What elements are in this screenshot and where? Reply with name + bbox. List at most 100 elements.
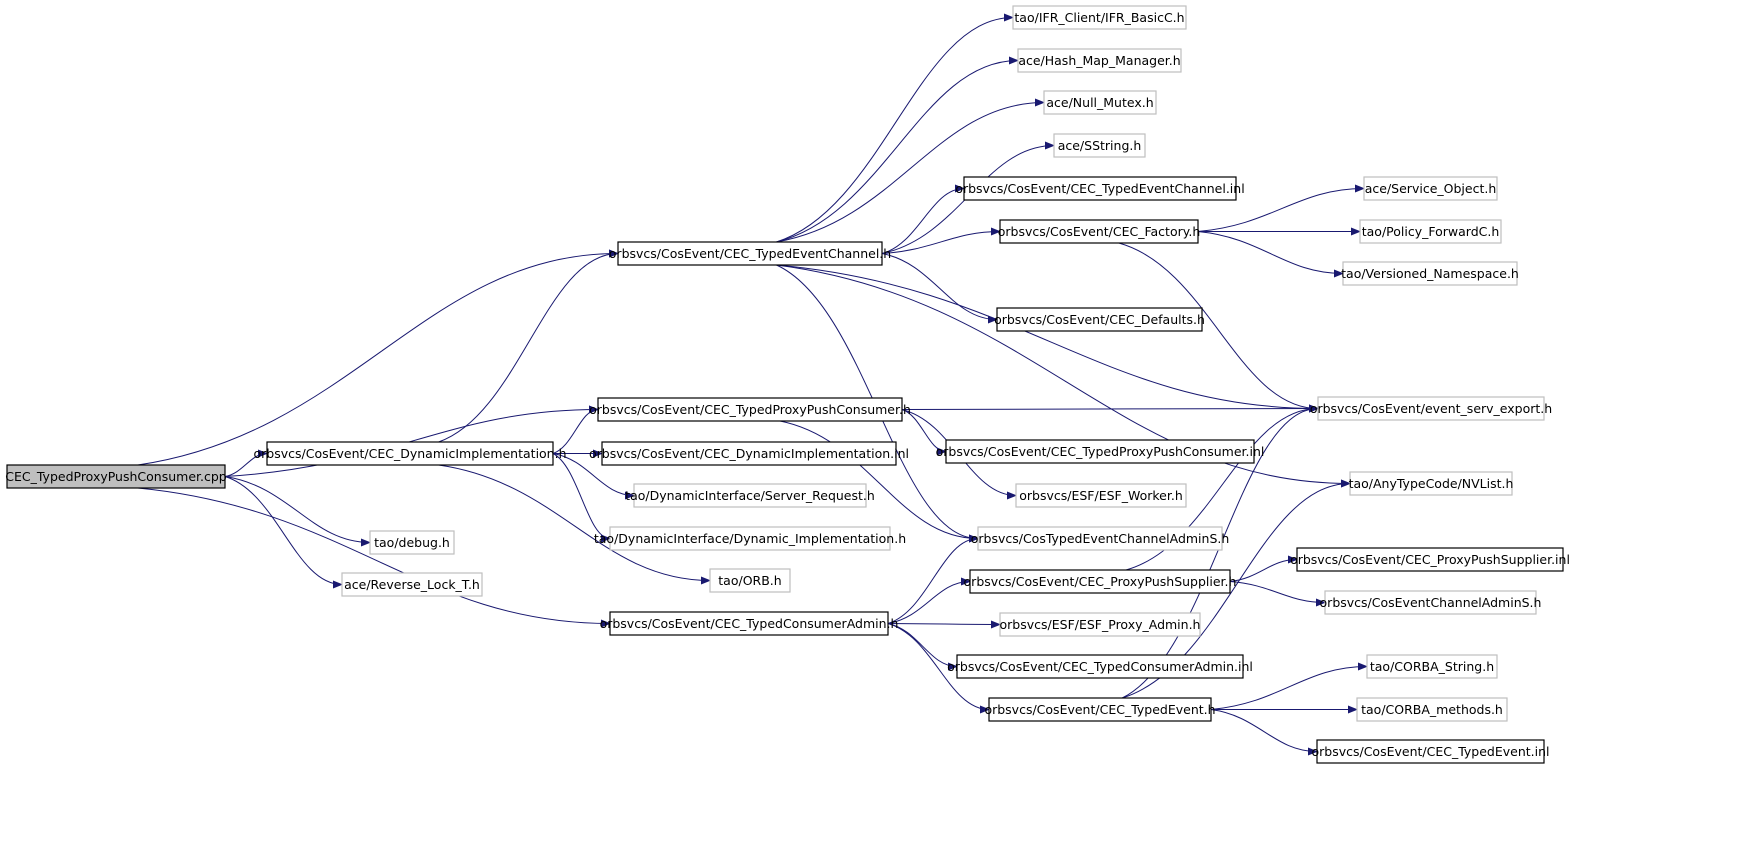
node-box xyxy=(1342,261,1518,286)
node-typed-consumer-admin-h[interactable]: orbsvcs/CosEvent/CEC_TypedConsumerAdmin.… xyxy=(600,611,899,636)
edge-typed-consumer-admin-h-to-proxy-push-supplier-h xyxy=(887,577,971,624)
node-typed-proxy-push-consumer-h[interactable]: orbsvcs/CosEvent/CEC_TypedProxyPushConsu… xyxy=(589,397,911,422)
node-proxy-push-supplier-h[interactable]: orbsvcs/CosEvent/CEC_ProxyPushSupplier.h xyxy=(964,569,1237,594)
node-typed-event-h[interactable]: orbsvcs/CosEvent/CEC_TypedEvent.h xyxy=(984,697,1216,722)
node-debug-h[interactable]: tao/debug.h xyxy=(369,530,455,555)
edge-dynamic-implementation-h-to-typed-proxy-push-consumer-h xyxy=(552,405,599,454)
node-label: orbsvcs/CosEvent/CEC_Defaults.h xyxy=(994,312,1205,327)
node-label: orbsvcs/CosEvent/CEC_TypedEventChannel.h xyxy=(609,246,891,261)
node-event-serv-export-h[interactable]: orbsvcs/CosEvent/event_serv_export.h xyxy=(1310,396,1552,421)
node-label: tao/Policy_ForwardC.h xyxy=(1362,224,1500,239)
node-ifr-basic-h[interactable]: tao/IFR_Client/IFR_BasicC.h xyxy=(1012,5,1187,30)
node-esf-proxy-admin-h[interactable]: orbsvcs/ESF/ESF_Proxy_Admin.h xyxy=(999,612,1201,637)
node-label: orbsvcs/CosEvent/CEC_TypedEvent.h xyxy=(984,702,1215,717)
node-policy-forward-h[interactable]: tao/Policy_ForwardC.h xyxy=(1359,219,1502,244)
edge-root-to-typed-consumer-admin-h xyxy=(137,487,611,628)
node-reverse-lock-h[interactable]: ace/Reverse_Lock_T.h xyxy=(341,572,483,597)
node-cos-typed-ec-admin-s-h[interactable]: orbsvcs/CosTypedEventChannelAdminS.h xyxy=(971,526,1230,551)
node-label: tao/CORBA_String.h xyxy=(1370,659,1494,674)
edge-proxy-push-supplier-h-to-proxy-push-supplier-inl xyxy=(1229,555,1298,582)
edge-line xyxy=(887,623,958,671)
node-dynamic-impl-di-h[interactable]: tao/DynamicInterface/Dynamic_Implementat… xyxy=(594,526,906,551)
edge-typed-proxy-push-consumer-h-to-cos-typed-ec-admin-s-h xyxy=(779,420,979,543)
edge-line xyxy=(438,249,619,443)
node-typed-consumer-admin-inl[interactable]: orbsvcs/CosEvent/CEC_TypedConsumerAdmin.… xyxy=(947,654,1253,679)
node-orb-h[interactable]: tao/ORB.h xyxy=(709,568,791,593)
node-label: orbsvcs/CosEvent/CEC_DynamicImplementati… xyxy=(253,446,566,461)
node-box xyxy=(597,397,903,422)
edge-line xyxy=(881,253,998,324)
edge-line xyxy=(887,623,990,714)
node-proxy-push-supplier-inl[interactable]: orbsvcs/CosEvent/CEC_ProxyPushSupplier.i… xyxy=(1290,547,1570,572)
node-label: tao/Versioned_Namespace.h xyxy=(1341,266,1519,281)
node-box xyxy=(609,526,891,551)
node-cos-ec-admin-s-h[interactable]: orbsvcs/CosEventChannelAdminS.h xyxy=(1320,590,1542,615)
node-box xyxy=(1316,739,1545,764)
node-label: orbsvcs/ESF/ESF_Proxy_Admin.h xyxy=(1000,617,1201,632)
edge-line xyxy=(1125,404,1319,571)
node-box xyxy=(617,241,883,266)
node-label: orbsvcs/CosEvent/CEC_ProxyPushSupplier.i… xyxy=(1290,552,1570,567)
node-hash-map-h[interactable]: ace/Hash_Map_Manager.h xyxy=(1017,48,1182,73)
edges-layer xyxy=(137,13,1368,756)
node-esf-worker-h[interactable]: orbsvcs/ESF/ESF_Worker.h xyxy=(1015,483,1187,508)
node-factory-h[interactable]: orbsvcs/CosEvent/CEC_Factory.h xyxy=(998,219,1201,244)
node-box xyxy=(1017,48,1182,73)
node-typed-proxy-push-consumer-inl[interactable]: orbsvcs/CosEvent/CEC_TypedProxyPushConsu… xyxy=(936,439,1265,464)
node-sstring-h[interactable]: ace/SString.h xyxy=(1053,133,1146,158)
node-box xyxy=(709,568,791,593)
node-typed-event-channel-inl[interactable]: orbsvcs/CosEvent/CEC_TypedEventChannel.i… xyxy=(955,176,1245,201)
node-root[interactable]: CEC_TypedProxyPushConsumer.cpp xyxy=(5,464,227,489)
node-defaults-h[interactable]: orbsvcs/CosEvent/CEC_Defaults.h xyxy=(994,307,1205,332)
node-corba-methods-h[interactable]: tao/CORBA_methods.h xyxy=(1356,697,1508,722)
node-typed-event-inl[interactable]: orbsvcs/CosEvent/CEC_TypedEvent.inl xyxy=(1311,739,1550,764)
edge-line xyxy=(1210,662,1368,710)
edge-factory-h-to-versioned-ns-h xyxy=(1197,231,1344,278)
edge-typed-consumer-admin-h-to-cos-typed-ec-admin-s-h xyxy=(887,534,979,624)
node-versioned-ns-h[interactable]: tao/Versioned_Namespace.h xyxy=(1341,261,1519,286)
node-box xyxy=(1053,133,1146,158)
node-typed-event-channel-h[interactable]: orbsvcs/CosEvent/CEC_TypedEventChannel.h xyxy=(609,241,891,266)
node-box xyxy=(999,612,1201,637)
edge-typed-consumer-admin-h-to-esf-proxy-admin-h xyxy=(887,620,1001,629)
node-label: ace/Hash_Map_Manager.h xyxy=(1018,53,1180,68)
edge-typed-event-channel-h-to-factory-h xyxy=(881,227,1001,254)
node-label: orbsvcs/CosEvent/CEC_TypedEventChannel.i… xyxy=(955,181,1244,196)
edge-line xyxy=(887,534,979,624)
node-dynamic-implementation-inl[interactable]: orbsvcs/CosEvent/CEC_DynamicImplementati… xyxy=(589,441,909,466)
node-label: tao/DynamicInterface/Dynamic_Implementat… xyxy=(594,531,906,546)
edge-typed-event-channel-h-to-event-serv-export-h xyxy=(776,264,1319,413)
node-corba-string-h[interactable]: tao/CORBA_String.h xyxy=(1366,654,1498,679)
edge-line xyxy=(887,620,1001,629)
node-box xyxy=(1043,90,1157,115)
node-box xyxy=(6,464,226,489)
edge-typed-event-channel-h-to-hash-map-h xyxy=(776,56,1019,243)
node-box xyxy=(633,483,867,508)
node-service-object-h[interactable]: ace/Service_Object.h xyxy=(1363,176,1498,201)
node-dynamic-implementation-h[interactable]: orbsvcs/CosEvent/CEC_DynamicImplementati… xyxy=(253,441,567,466)
node-box xyxy=(1296,547,1564,572)
node-server-request-h[interactable]: tao/DynamicInterface/Server_Request.h xyxy=(625,483,875,508)
edge-root-to-dynamic-implementation-h xyxy=(224,449,268,477)
node-box xyxy=(1359,219,1502,244)
edge-typed-event-channel-h-to-null-mutex-h xyxy=(776,98,1045,243)
node-null-mutex-h[interactable]: ace/Null_Mutex.h xyxy=(1043,90,1157,115)
edge-typed-event-channel-h-to-nvlist-h xyxy=(776,264,1351,488)
edge-line xyxy=(552,405,599,454)
node-label: orbsvcs/CosEvent/CEC_TypedEvent.inl xyxy=(1311,744,1549,759)
node-label: tao/IFR_Client/IFR_BasicC.h xyxy=(1014,10,1184,25)
node-label: tao/DynamicInterface/Server_Request.h xyxy=(625,488,875,503)
edge-line xyxy=(776,98,1045,243)
node-box xyxy=(945,439,1255,464)
edge-dynamic-implementation-h-to-server-request-h xyxy=(552,453,635,500)
node-nvlist-h[interactable]: tao/AnyTypeCode/NVList.h xyxy=(1349,471,1514,496)
node-label: orbsvcs/CosEvent/event_serv_export.h xyxy=(1310,401,1552,416)
edge-line xyxy=(776,13,1014,243)
node-box xyxy=(601,441,897,466)
node-box xyxy=(969,569,1231,594)
edge-factory-h-to-event-serv-export-h xyxy=(1118,242,1319,413)
edge-typed-event-channel-h-to-typed-event-channel-inl xyxy=(881,184,965,254)
edge-root-to-debug-h xyxy=(224,476,371,547)
